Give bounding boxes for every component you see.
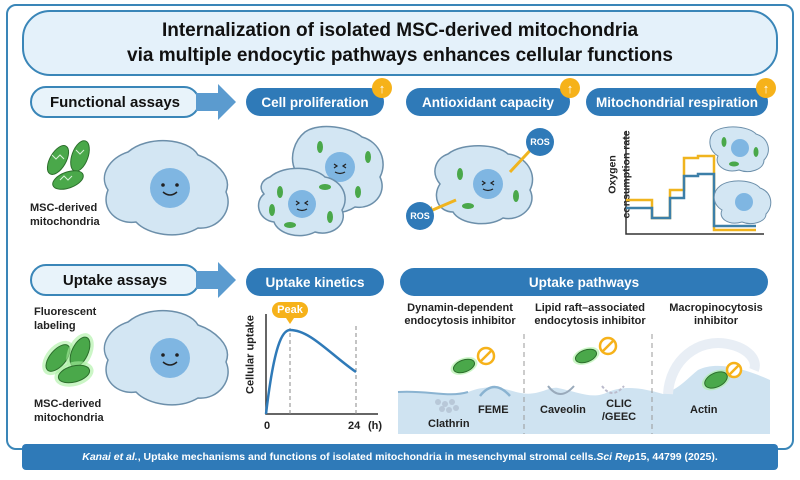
clic-geec-pit xyxy=(601,385,625,394)
arrow-right-icon xyxy=(196,262,236,298)
ros-badge-top: ROS xyxy=(530,137,550,147)
feme-pit xyxy=(479,385,511,397)
respiration-chart xyxy=(625,126,772,235)
inhibitor-icon xyxy=(476,346,496,366)
clathrin-label: Clathrin xyxy=(428,418,470,430)
dynamin-label-2: endocytosis inhibitor xyxy=(404,315,516,327)
mito-label-top-1: MSC-derived xyxy=(30,202,98,214)
clic-label-2: /GEEC xyxy=(601,411,637,423)
title-line-1: Internalization of isolated MSC-derived … xyxy=(161,20,639,41)
lipid-raft-label-1: Lipid raft–associated xyxy=(534,302,646,314)
green-mitochondrion-icon xyxy=(572,347,600,365)
up-arrow-icon: ↑ xyxy=(372,78,392,98)
clic-label-1: CLIC xyxy=(606,398,632,410)
clathrin-pit-icon xyxy=(435,399,459,413)
uptake-assays-label: Uptake assays xyxy=(30,264,200,296)
green-mitochondrion-icon xyxy=(450,357,478,375)
functional-assays-label: Functional assays xyxy=(30,86,200,118)
title-line-2: via multiple endocytic pathways enhances… xyxy=(127,45,673,66)
ros-badge-bottom: ROS xyxy=(410,211,430,221)
msc-cell-illustration xyxy=(46,140,229,236)
lipid-raft-label-2: endocytosis inhibitor xyxy=(534,315,646,327)
mito-label-bottom-1: MSC-derived xyxy=(34,398,102,410)
feme-label: FEME xyxy=(478,404,509,416)
up-arrow-icon: ↑ xyxy=(560,78,580,98)
macropinocytosis-label-2: inhibitor xyxy=(694,315,738,327)
uptake-kinetics-chart xyxy=(264,302,378,415)
tick-0: 0 xyxy=(264,420,271,432)
fluorescent-label-2: labeling xyxy=(34,320,76,332)
actin-ruffle xyxy=(663,338,760,395)
title-banner: Internalization of isolated MSC-derived … xyxy=(22,10,778,76)
uptake-pathways-illustration xyxy=(397,334,770,434)
fluorescent-label-1: Fluorescent xyxy=(34,306,97,318)
proliferating-cells-illustration xyxy=(257,125,384,237)
labeled-msc-illustration xyxy=(42,310,229,406)
footer-journal: Sci Rep xyxy=(596,451,635,463)
mito-label-top-2: mitochondria xyxy=(30,216,100,228)
uptake-kinetics-header: Uptake kinetics xyxy=(246,268,384,296)
antioxidant-header: Antioxidant capacity xyxy=(406,88,570,116)
arrow-right-icon xyxy=(196,84,236,120)
uptake-ylabel: Cellular uptake xyxy=(244,315,257,394)
fluorescent-mitochondria-icon xyxy=(42,333,94,387)
footer-authors: Kanai et al. xyxy=(82,451,138,463)
control-line xyxy=(626,172,756,228)
dynamin-label-1: Dynamin-dependent xyxy=(407,302,513,314)
caveolin-pit xyxy=(547,385,575,395)
uptake-pathways-header: Uptake pathways xyxy=(400,268,768,296)
green-mitochondrion-icon xyxy=(701,369,731,391)
uptake-curve xyxy=(264,328,357,415)
tick-24: 24 xyxy=(348,420,361,432)
inhibitor-icon xyxy=(725,361,743,379)
antioxidant-illustration xyxy=(406,128,554,230)
macropinocytosis-label-1: Macropinocytosis xyxy=(669,302,763,314)
respiration-header: Mitochondrial respiration xyxy=(586,88,768,116)
mito-label-bottom-2: mitochondria xyxy=(34,412,104,424)
caveolin-label: Caveolin xyxy=(540,404,586,416)
inhibitor-icon xyxy=(598,336,618,356)
actin-label: Actin xyxy=(690,404,718,416)
up-arrow-icon: ↑ xyxy=(756,78,776,98)
peak-label: Peak xyxy=(277,304,303,316)
time-unit: (h) xyxy=(368,420,383,432)
mitochondria-icon xyxy=(46,140,90,190)
footer-text: , Uptake mechanisms and functions of iso… xyxy=(137,451,597,463)
citation-footer: Kanai et al., Uptake mechanisms and func… xyxy=(22,444,778,470)
footer-ref: 15, 44799 (2025). xyxy=(634,451,718,463)
cell-proliferation-header: Cell proliferation xyxy=(246,88,384,116)
respiration-ylabel-1: Oxygen xyxy=(606,155,619,194)
